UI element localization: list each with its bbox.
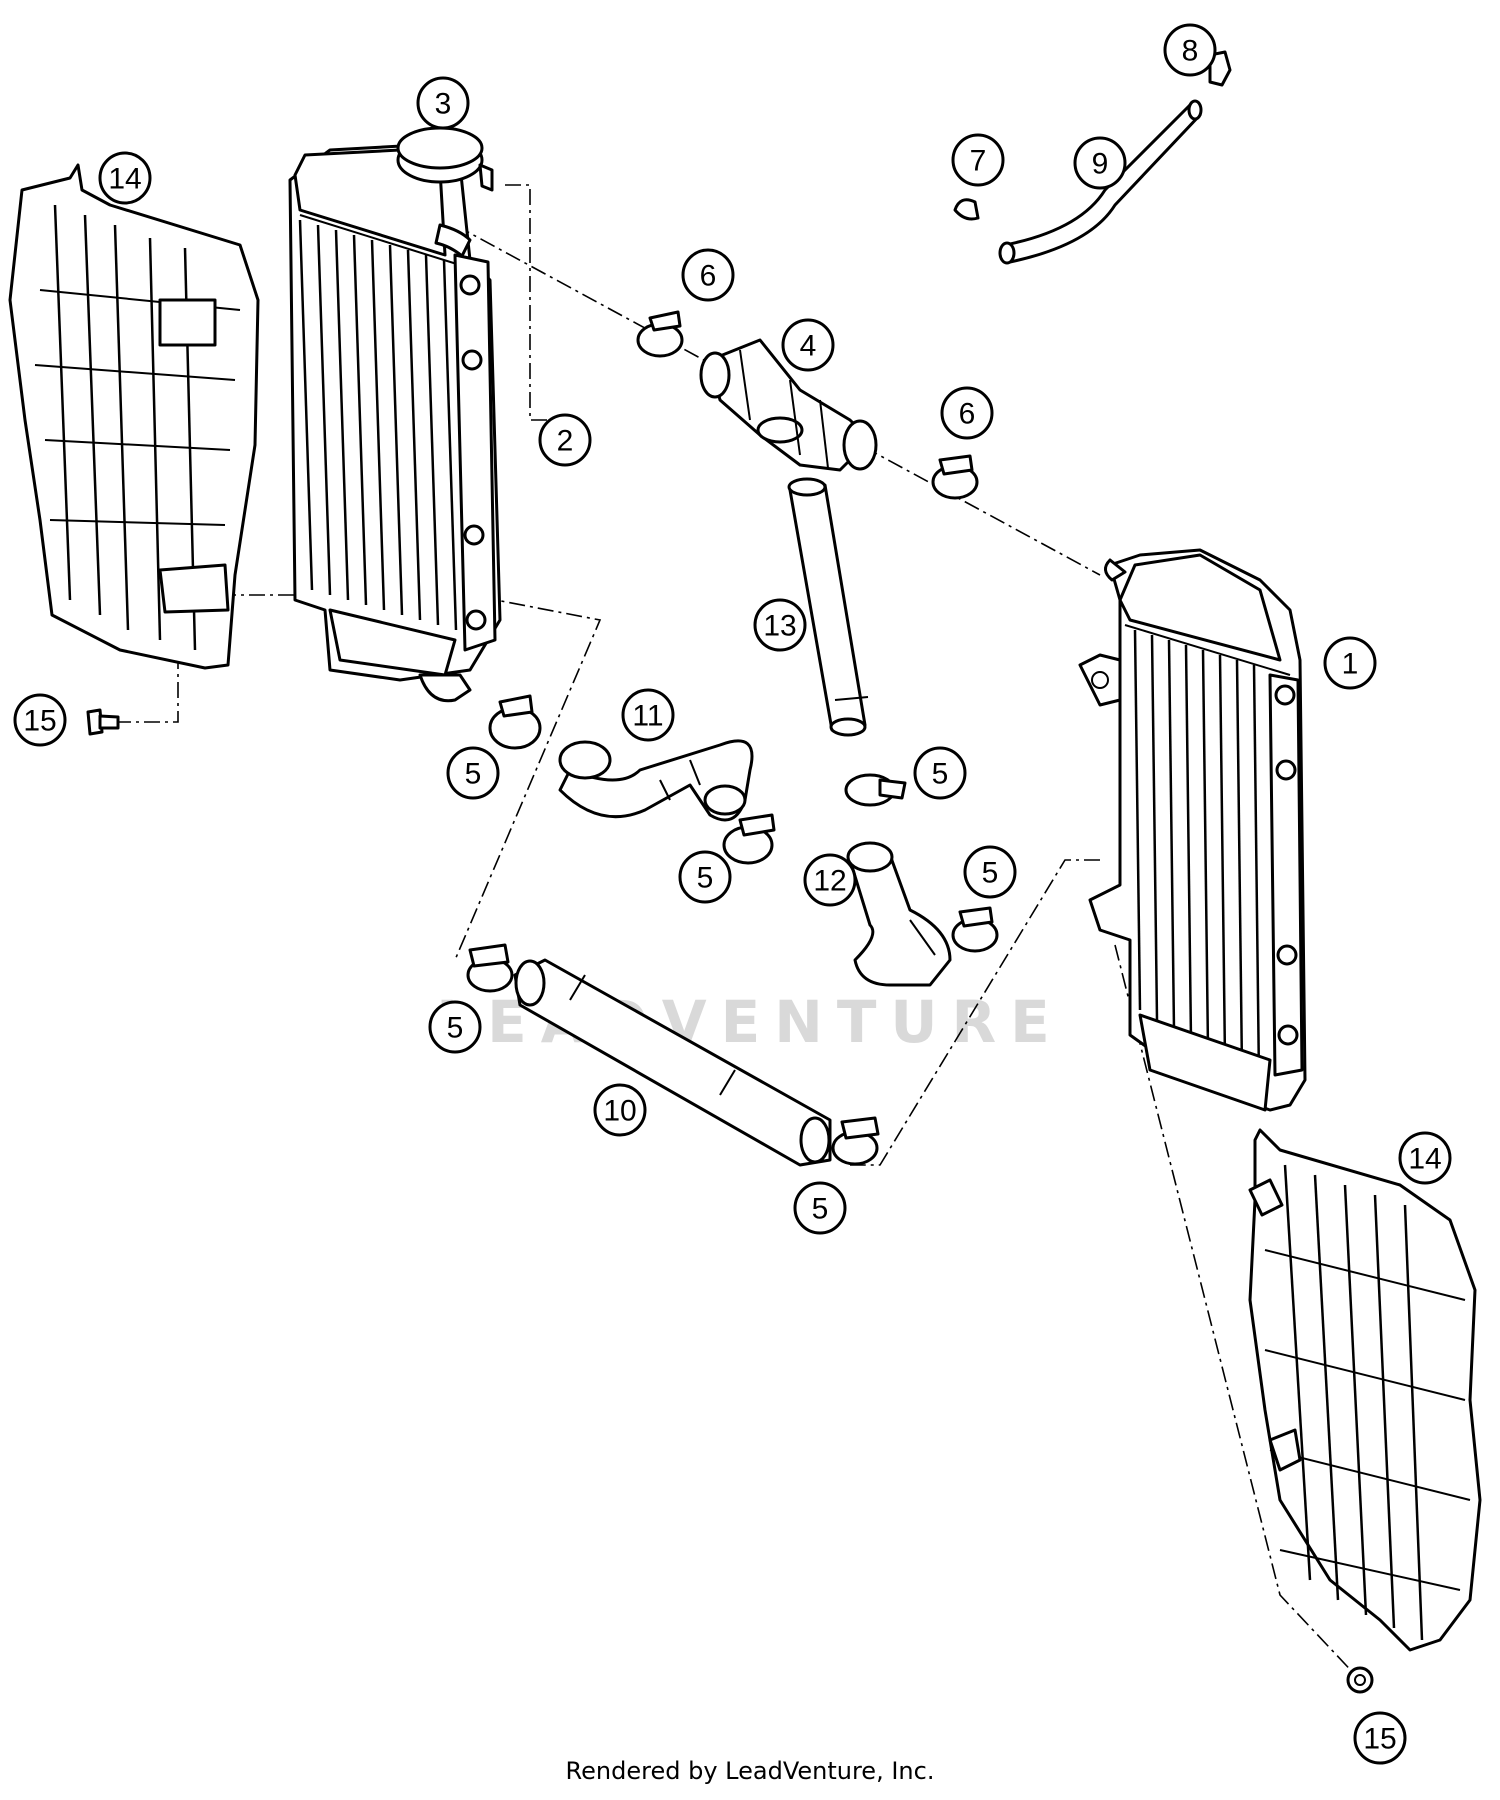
curved-hose-upper [558, 739, 754, 822]
callout-circle [940, 386, 994, 440]
hose-clamps [466, 310, 999, 1166]
callout-circle [781, 318, 835, 372]
callout-circle [1073, 136, 1127, 190]
radiator-right [1078, 548, 1307, 1112]
footer-credit: Rendered by LeadVenture, Inc. [565, 1757, 935, 1785]
callout-number: 15 [1363, 1723, 1396, 1756]
callout-number: 8 [1182, 35, 1199, 68]
callout-number: 9 [1092, 148, 1109, 181]
radiator-guard-right [1248, 1128, 1482, 1652]
curved-hose-lower [846, 841, 952, 987]
callout-c5a: 5 [446, 746, 500, 800]
callout-number: 15 [23, 705, 56, 738]
clamp-5-right [951, 906, 999, 953]
callout-number: 4 [800, 330, 817, 363]
callout-c9: 9 [1073, 136, 1127, 190]
callout-c4: 4 [781, 318, 835, 372]
callout-number: 5 [982, 857, 999, 890]
coolant-tee-fitting [699, 338, 878, 472]
callout-number: 5 [465, 758, 482, 791]
callout-circle [13, 693, 67, 747]
clip-part-8 [1208, 50, 1232, 87]
callout-number: 5 [447, 1012, 464, 1045]
callout-c7: 7 [951, 133, 1005, 187]
callout-c5c: 5 [678, 850, 732, 904]
callout-number: 1 [1342, 648, 1359, 681]
callout-c5d: 5 [963, 845, 1017, 899]
callout-c14b: 14 [1398, 1131, 1452, 1185]
vertical-coolant-hose [787, 477, 869, 737]
callout-number: 3 [435, 88, 452, 121]
callout-circle [538, 413, 592, 467]
callout-number: 13 [763, 610, 796, 643]
clamp-5-center-upper [844, 773, 907, 807]
callout-c2: 2 [538, 413, 592, 467]
callout-circle [1163, 23, 1217, 77]
callout-number: 5 [812, 1193, 829, 1226]
callout-circle [913, 746, 967, 800]
clamp-6-upper-left [636, 310, 684, 358]
callout-circle [753, 598, 807, 652]
clamp-6-right [931, 454, 979, 500]
callout-c3: 3 [416, 76, 470, 130]
callout-c5f: 5 [793, 1181, 847, 1235]
radiator-left [288, 126, 502, 703]
callout-c10: 10 [593, 1083, 647, 1137]
callout-c15a: 15 [13, 693, 67, 747]
callout-number: 5 [932, 758, 949, 791]
callout-circle [963, 845, 1017, 899]
callout-c14a: 14 [98, 151, 152, 205]
callout-number: 12 [813, 865, 846, 898]
callout-circle [416, 76, 470, 130]
clamp-5-center-middle [722, 813, 776, 865]
clamp-5-left-radiator [488, 694, 542, 750]
callout-c11: 11 [621, 688, 675, 742]
callout-circle [621, 688, 675, 742]
callout-circle [593, 1083, 647, 1137]
callout-c6b: 6 [940, 386, 994, 440]
callout-c5e: 5 [428, 1000, 482, 1054]
callout-number: 10 [603, 1095, 636, 1128]
callout-circle [678, 850, 732, 904]
clamp-5-lower-right [831, 1116, 880, 1166]
callout-circle [793, 1181, 847, 1235]
callout-circle [681, 248, 735, 302]
callout-number: 6 [959, 398, 976, 431]
callout-c6a: 6 [681, 248, 735, 302]
callout-number: 11 [632, 700, 663, 733]
lower-radiator-hose [513, 958, 832, 1167]
callout-number: 14 [108, 163, 141, 196]
callout-circle [1353, 1711, 1407, 1765]
clamp-5-lower-left [466, 943, 514, 993]
callout-number: 7 [970, 145, 987, 178]
callout-c5b: 5 [913, 746, 967, 800]
callout-number: 2 [557, 425, 574, 458]
radiator-guard-left [8, 163, 260, 670]
mounting-bolt-left [86, 708, 120, 736]
callout-circle [951, 133, 1005, 187]
mounting-nut-right [1346, 1666, 1374, 1694]
callout-c8: 8 [1163, 23, 1217, 77]
callout-circle [803, 853, 857, 907]
callout-circle [428, 1000, 482, 1054]
callout-number: 5 [697, 862, 714, 895]
overflow-hose [998, 99, 1203, 265]
callout-number: 14 [1408, 1143, 1441, 1176]
hose-clip-small [953, 198, 980, 221]
callout-c1: 1 [1323, 636, 1377, 690]
callout-circle [1398, 1131, 1452, 1185]
callout-circle [446, 746, 500, 800]
callout-c12: 12 [803, 853, 857, 907]
callout-circle [98, 151, 152, 205]
callout-number: 6 [700, 260, 717, 293]
callout-c13: 13 [753, 598, 807, 652]
callout-c15b: 15 [1353, 1711, 1407, 1765]
callout-circle [1323, 636, 1377, 690]
